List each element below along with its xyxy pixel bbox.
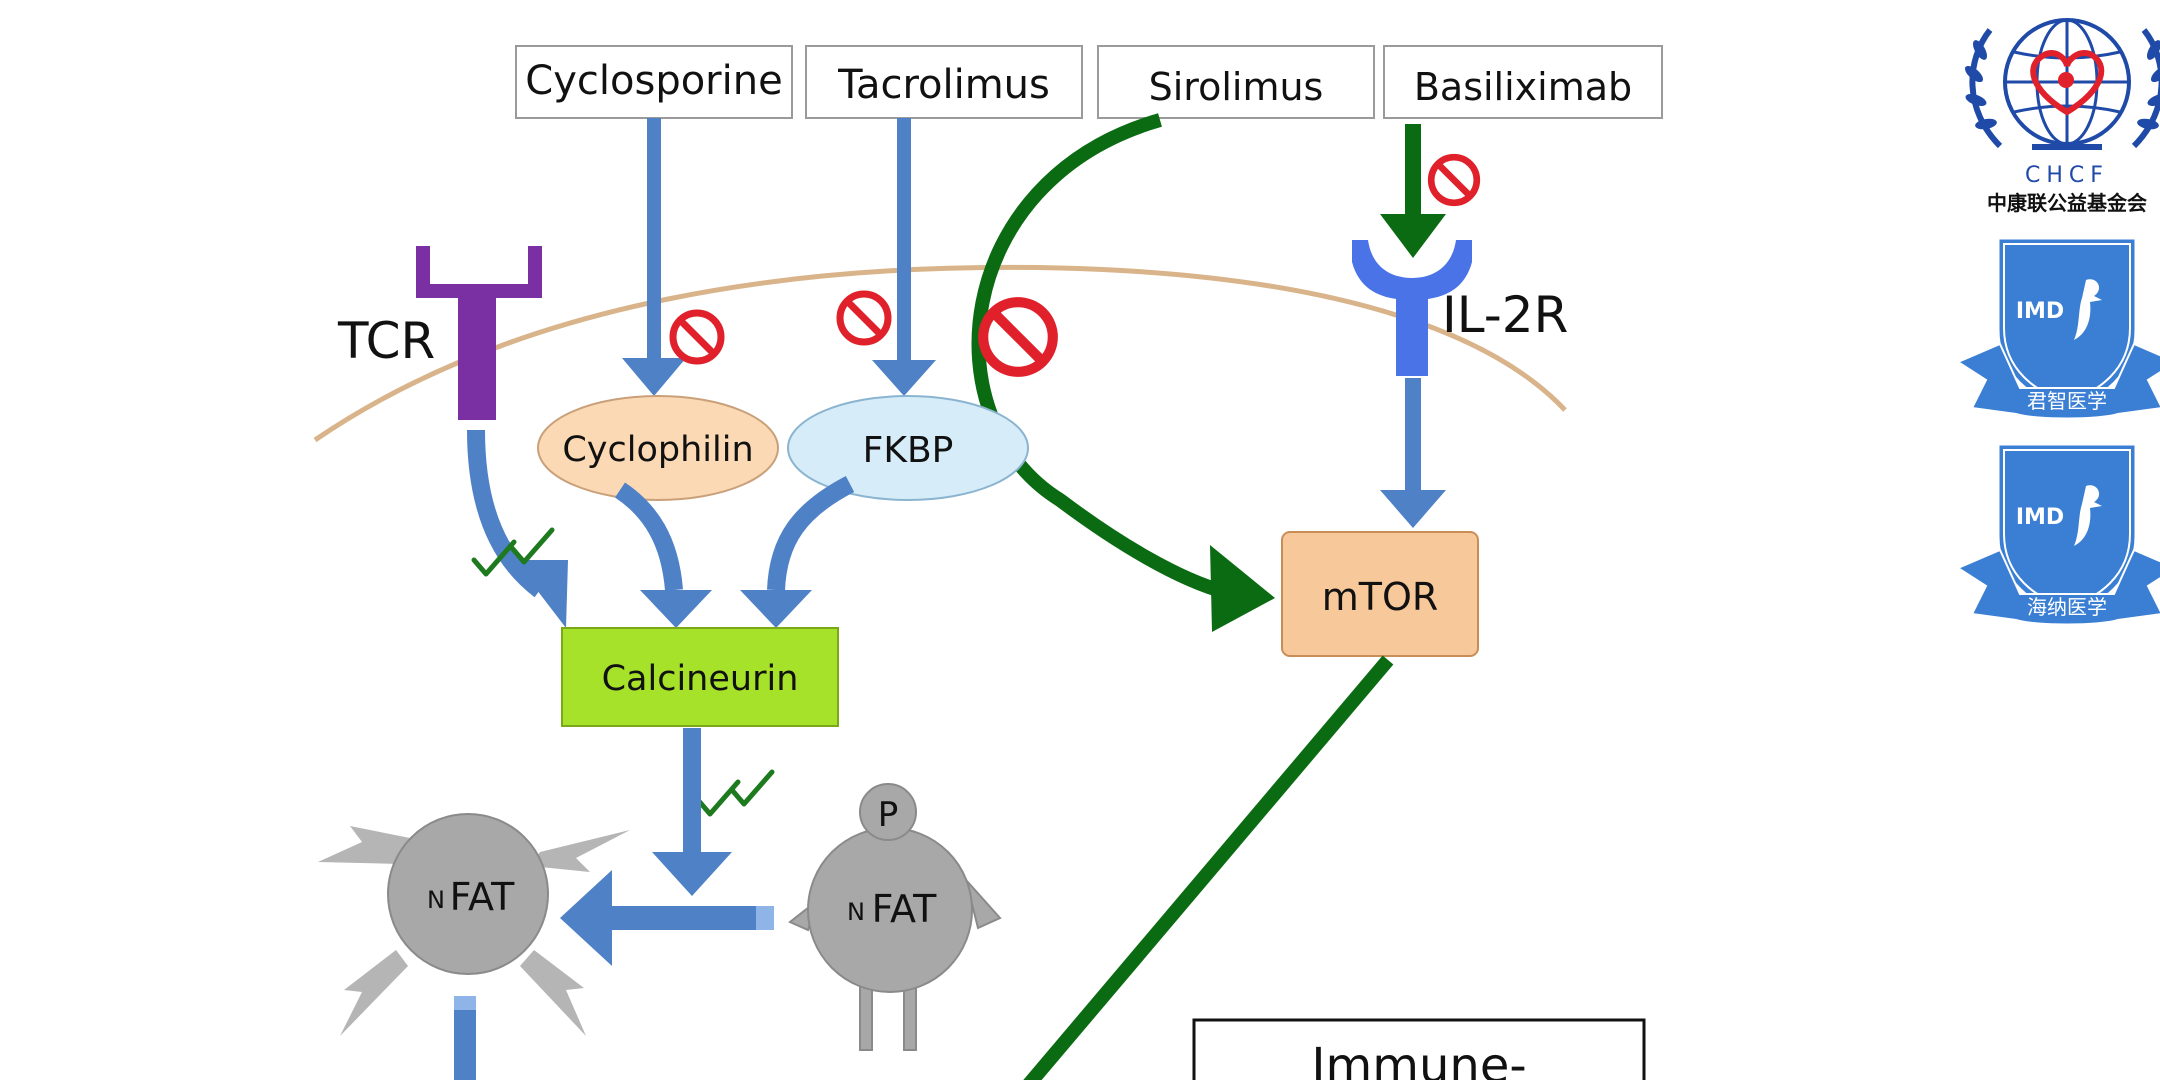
tacrolimus-arrow: [897, 118, 911, 362]
activate-check-icon: [698, 782, 738, 814]
tcr-receptor-icon: [416, 246, 542, 420]
fkbp-calcineurin-arrowhead: [740, 590, 812, 628]
mtor-downstream-line: [1023, 655, 1394, 1080]
mtor-label: mTOR: [1322, 575, 1439, 619]
imd-mark: IMD: [2016, 299, 2064, 324]
badge1-name: 君智医学: [2027, 389, 2107, 413]
activate-check-icon: [732, 772, 772, 804]
drug-box-cyclosporine: Cyclosporine: [515, 45, 793, 119]
arrow-tail-accent: [756, 906, 774, 930]
nfat-phospho-node: P N FAT: [788, 783, 1002, 1051]
immune-result-box: Immune-: [1192, 1018, 1646, 1080]
tacrolimus-arrowhead: [872, 360, 936, 396]
basiliximab-arrowhead: [1380, 214, 1446, 258]
tcr-calcineurin-arrowhead: [514, 560, 568, 628]
nfat-prefix: N: [427, 886, 445, 914]
chcf-abbrev: CHCF: [2025, 163, 2109, 188]
activate-check-icon: [512, 530, 552, 562]
imd-badge-2: IMD 海纳医学: [1955, 442, 2160, 626]
calcineurin-nfat-arrow: [683, 728, 701, 856]
lightning-icon: [340, 950, 408, 1036]
calcineurin-label: Calcineurin: [602, 659, 799, 699]
dephosphorylation-arrow: [610, 906, 774, 930]
lightning-icon: [530, 830, 630, 872]
nfat-active-node: N FAT: [318, 813, 630, 1036]
nfat-prefix: N: [847, 898, 865, 926]
bird-icon: [2074, 279, 2102, 340]
drug-box-tacrolimus: Tacrolimus: [805, 45, 1083, 119]
chcf-name: 中康联公益基金会: [1987, 191, 2147, 215]
drug-label: Sirolimus: [1149, 65, 1324, 109]
il2r-mtor-arrowhead: [1380, 490, 1446, 528]
cyclophilin-calcineurin-arrowhead: [640, 590, 712, 628]
inhibit-tacrolimus-icon: [840, 294, 888, 342]
calcineurin-node: Calcineurin: [561, 627, 839, 727]
cyclosporine-arrowhead: [622, 358, 686, 396]
nfat-label: FAT: [872, 887, 937, 931]
lightning-icon: [520, 950, 586, 1036]
cyclophilin-node: Cyclophilin: [537, 395, 779, 501]
cyclophilin-label: Cyclophilin: [562, 430, 753, 470]
imd-mark: IMD: [2016, 505, 2064, 530]
drug-label: Basiliximab: [1414, 65, 1632, 109]
chcf-logo: CHCF 中康联公益基金会: [1964, 18, 2160, 215]
inhibit-basiliximab-icon: [1431, 157, 1477, 203]
sirolimus-arrowhead: [1210, 545, 1275, 632]
tcr-label: TCR: [337, 312, 435, 370]
bird-icon: [2074, 485, 2102, 546]
drug-box-basiliximab: Basiliximab: [1383, 45, 1663, 119]
il2r-label: IL-2R: [1442, 286, 1568, 344]
imd-badge-1: IMD 君智医学: [1955, 236, 2160, 420]
il2r-mtor-arrow: [1405, 378, 1421, 492]
il2r-receptor-icon: [1352, 240, 1472, 376]
badge2-name: 海纳医学: [2027, 595, 2107, 619]
mtor-node: mTOR: [1281, 531, 1479, 657]
phosphate-label: P: [878, 795, 899, 835]
nfat-label: FAT: [450, 875, 515, 919]
drug-box-sirolimus: Sirolimus: [1097, 45, 1375, 119]
drug-label: Cyclosporine: [525, 58, 782, 104]
calcineurin-nfat-arrowhead: [652, 852, 732, 896]
immune-label: Immune-: [1311, 1038, 1526, 1080]
heart-icon: [2030, 50, 2105, 116]
inhibit-sirolimus-icon: [983, 302, 1053, 372]
fkbp-label: FKBP: [863, 430, 954, 471]
fkbp-node: FKBP: [787, 395, 1029, 501]
arrow-tail-accent: [454, 996, 476, 1010]
cyclophilin-calcineurin-arrow: [614, 482, 683, 591]
basiliximab-arrow: [1405, 124, 1421, 216]
inhibit-cyclosporine-icon: [673, 313, 721, 361]
tcr-calcineurin-arrow: [467, 429, 546, 598]
lightning-icon: [318, 826, 410, 864]
nfat-downstream-arrow: [454, 996, 476, 1080]
cyclosporine-arrow: [647, 118, 661, 360]
drug-label: Tacrolimus: [837, 62, 1050, 108]
dephosphorylation-arrowhead: [560, 870, 612, 966]
cell-membrane: [313, 264, 1567, 443]
fkbp-calcineurin-arrow: [767, 476, 855, 591]
